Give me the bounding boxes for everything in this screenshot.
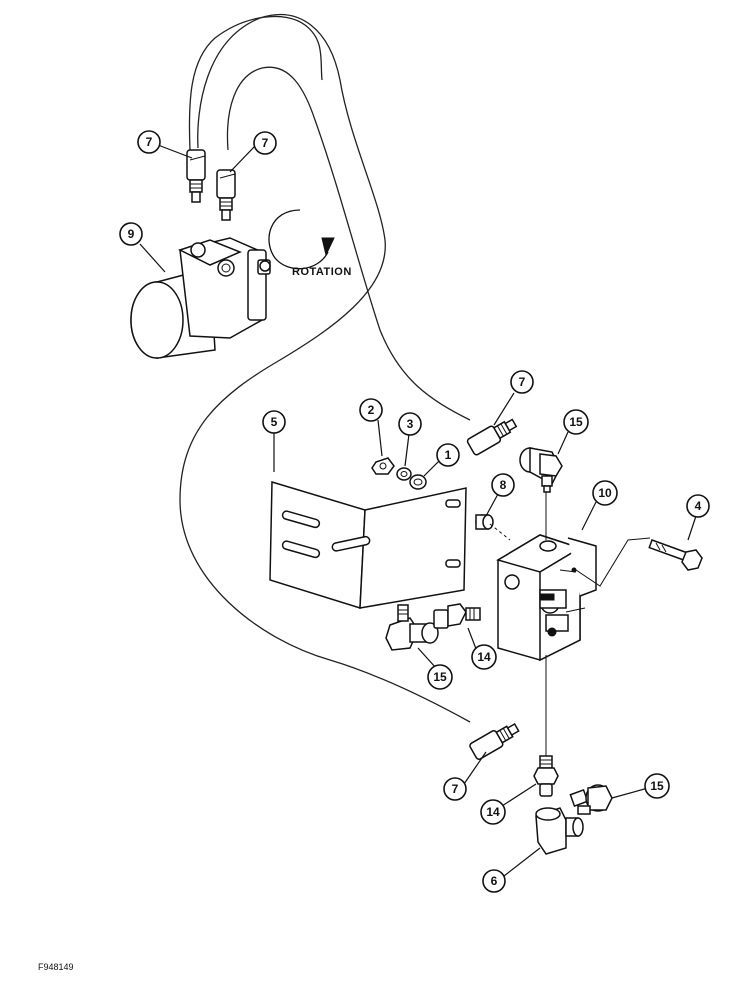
callout-3: 3 bbox=[398, 412, 422, 436]
callout-label: 15 bbox=[433, 670, 447, 684]
callout-8: 8 bbox=[491, 473, 515, 497]
mounting-bracket bbox=[269, 480, 467, 610]
callout-label: 15 bbox=[569, 415, 583, 429]
callout-15-left: 15 bbox=[427, 664, 453, 690]
nut-2 bbox=[371, 457, 395, 475]
hose-end-7-bottom bbox=[469, 723, 520, 760]
callout-7-top-left: 7 bbox=[137, 130, 161, 154]
adapter-fitting-14-left bbox=[433, 603, 481, 629]
callout-7-top-right: 7 bbox=[253, 131, 277, 155]
elbow-fitting-15-left bbox=[385, 604, 439, 651]
elbow-fitting-15-top bbox=[519, 447, 563, 493]
figure-id: F948149 bbox=[38, 962, 74, 972]
callout-9: 9 bbox=[119, 222, 143, 246]
bolt-line bbox=[575, 537, 651, 587]
callout-label: 7 bbox=[519, 375, 526, 389]
adapter-fitting-14-bottom bbox=[533, 755, 559, 797]
callout-label: 6 bbox=[491, 874, 498, 888]
washer-3 bbox=[396, 467, 412, 481]
callout-14-left: 14 bbox=[471, 644, 497, 670]
hose-outer-loop bbox=[179, 13, 471, 723]
callout-5: 5 bbox=[262, 410, 286, 434]
leader-lines bbox=[139, 144, 697, 877]
washer-1 bbox=[409, 474, 427, 490]
bolt-4 bbox=[648, 539, 703, 571]
hose-end-7-top-left bbox=[186, 149, 206, 203]
callout-15-top: 15 bbox=[563, 409, 589, 435]
callout-2: 2 bbox=[359, 398, 383, 422]
hose-outer-loop-inner bbox=[226, 66, 471, 421]
rotation-label: ROTATION bbox=[292, 266, 352, 278]
callout-label: 3 bbox=[407, 417, 414, 431]
elbow-fitting-15-right bbox=[569, 784, 613, 815]
callout-label: 2 bbox=[368, 403, 375, 417]
callout-14-bottom: 14 bbox=[480, 799, 506, 825]
callout-label: 7 bbox=[146, 135, 153, 149]
valve-block bbox=[496, 534, 597, 662]
callout-1: 1 bbox=[436, 443, 460, 467]
callout-6: 6 bbox=[482, 869, 506, 893]
hose-to-fitting bbox=[188, 15, 323, 151]
callout-4: 4 bbox=[686, 494, 710, 518]
callout-label: 4 bbox=[695, 499, 702, 513]
callout-label: 5 bbox=[271, 415, 278, 429]
hoses bbox=[179, 13, 471, 723]
alignment-line bbox=[489, 523, 511, 541]
callout-label: 14 bbox=[477, 650, 491, 664]
callout-7-bottom: 7 bbox=[443, 777, 467, 801]
rotation-indicator: ROTATION bbox=[268, 209, 352, 278]
spacer-8 bbox=[475, 514, 494, 530]
callout-label: 7 bbox=[262, 136, 269, 150]
callout-label: 10 bbox=[598, 486, 612, 500]
tee-fitting-6 bbox=[535, 807, 584, 855]
callout-7-mid: 7 bbox=[510, 370, 534, 394]
callout-label: 14 bbox=[486, 805, 500, 819]
callout-label: 15 bbox=[650, 779, 664, 793]
callout-label: 7 bbox=[452, 782, 459, 796]
callout-label: 9 bbox=[128, 227, 135, 241]
callout-15-right: 15 bbox=[644, 773, 670, 799]
hydraulic-motor bbox=[130, 237, 271, 359]
callout-label: 1 bbox=[445, 448, 452, 462]
callout-label: 8 bbox=[500, 478, 507, 492]
hose-end-7-mid bbox=[466, 418, 518, 456]
callout-10: 10 bbox=[592, 480, 618, 506]
hose-end-7-top-right bbox=[216, 169, 236, 221]
